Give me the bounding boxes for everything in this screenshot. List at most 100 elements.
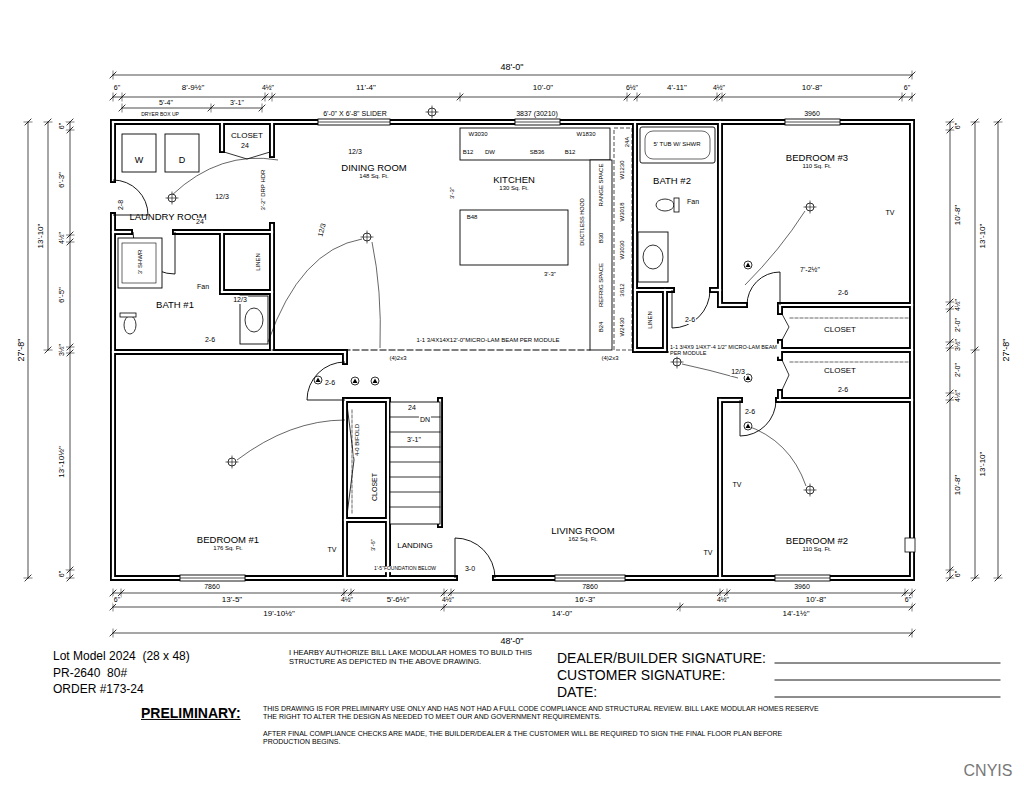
wall-core bbox=[635, 349, 665, 351]
room-name: CLOSET bbox=[371, 473, 379, 501]
dimension-line bbox=[122, 108, 262, 109]
plan-note: 2-6 bbox=[744, 408, 756, 416]
plan-note: 4-0 BIFOLD bbox=[354, 423, 361, 457]
wall-core bbox=[222, 291, 272, 293]
signature-line bbox=[775, 663, 1000, 664]
wall-core bbox=[221, 122, 223, 150]
bifold-door bbox=[782, 360, 789, 390]
wall-outline bbox=[342, 352, 348, 362]
room-label-group: BEDROOM #1176 Sq. Ft. bbox=[197, 535, 259, 552]
plan-note: 12/3 bbox=[214, 193, 230, 201]
dimension-tick bbox=[624, 94, 630, 100]
dimension-tick bbox=[119, 105, 125, 111]
dimension-extension bbox=[946, 578, 954, 579]
dimension-text: 11'-4" bbox=[355, 83, 377, 92]
plan-note: 24 bbox=[195, 218, 205, 226]
walls bbox=[113, 122, 912, 578]
dimension-tick bbox=[947, 390, 953, 396]
room-name: CLOSET bbox=[231, 132, 263, 141]
closet-shelf bbox=[790, 318, 908, 319]
dimension-text: 48'-0" bbox=[500, 62, 525, 72]
plan-note: 12/3 bbox=[730, 368, 746, 376]
dimension-text: 3837 (30210) bbox=[515, 110, 559, 118]
wall-core bbox=[271, 122, 273, 155]
dimension-tick bbox=[259, 105, 265, 111]
detector bbox=[371, 377, 379, 385]
dimension-text: 5'-6½" bbox=[386, 595, 411, 604]
dimension-tick bbox=[634, 94, 640, 100]
dimension-text: 6" bbox=[954, 570, 962, 578]
dimension-text: 6" bbox=[113, 596, 121, 604]
room-name: CLOSET bbox=[824, 326, 856, 335]
window-symbol bbox=[785, 119, 840, 125]
dimension-tick bbox=[947, 127, 953, 133]
stair-tread bbox=[390, 492, 440, 493]
dimension-tick bbox=[45, 347, 51, 353]
plan-note: 24A bbox=[624, 136, 631, 149]
dimension-text: 5'-4" bbox=[158, 99, 174, 107]
plan-note: 2-6 bbox=[837, 289, 849, 297]
stair-tread bbox=[390, 462, 440, 463]
plan-note: RANGE SPACE bbox=[598, 163, 605, 208]
dimension-line bbox=[48, 122, 49, 350]
plan-note: 1-1 3/4X9 1/4X7'-4 1/2" MICRO-LAM BEAM P… bbox=[669, 344, 781, 357]
wire bbox=[372, 242, 380, 348]
dimension-text: 7860 bbox=[203, 583, 221, 591]
room-label-group: LANDING bbox=[397, 542, 433, 551]
plan-note: B48 bbox=[466, 214, 479, 221]
room-label-group: CLOSET bbox=[824, 367, 856, 376]
dimension-tick bbox=[947, 345, 953, 351]
dimension-tick bbox=[909, 630, 915, 636]
dimension-text: 6'-5" bbox=[57, 286, 66, 304]
dimension-text: 10'-8" bbox=[805, 595, 827, 604]
plan-note: W bbox=[134, 155, 145, 165]
door-swing bbox=[307, 362, 345, 400]
room-label-group: CLOSET bbox=[824, 326, 856, 335]
dimension-text: 6'-0" X 6'-8" SLIDER bbox=[322, 110, 388, 118]
plan-note: 2-6 bbox=[324, 379, 336, 387]
plan-note: B12 bbox=[462, 149, 475, 156]
dimension-extension bbox=[66, 578, 74, 579]
dimension-tick bbox=[110, 630, 116, 636]
dimension-extension bbox=[66, 122, 74, 123]
plan-note: (4)2x3 bbox=[388, 355, 407, 362]
dimension-extension bbox=[971, 122, 979, 123]
dimension-text: 27'-8" bbox=[16, 338, 26, 363]
wall-core bbox=[112, 122, 114, 180]
watermark: CNYIS bbox=[963, 762, 1014, 780]
title-block-text: AFTER FINAL COMPLIANCE CHECKS ARE MADE, … bbox=[262, 730, 804, 746]
dimension-tick bbox=[677, 604, 683, 610]
wall-core bbox=[344, 400, 346, 578]
dimension-tick bbox=[947, 397, 953, 403]
door-swing bbox=[455, 538, 495, 578]
dimension-extension bbox=[113, 71, 114, 79]
plan-note: 1-1 3/4X14X12'-0"MICRO-LAM BEAM PER MODU… bbox=[416, 337, 561, 344]
title-block-text: CUSTOMER SIGNATURE: bbox=[556, 667, 726, 683]
room-area: LIVING ROOM162 Sq. Ft. bbox=[443, 356, 718, 575]
dimension-extension bbox=[946, 348, 954, 349]
wall-core bbox=[175, 231, 272, 233]
plan-note: B12 bbox=[564, 149, 577, 156]
stair-tread bbox=[390, 477, 440, 478]
room-area: DINING ROOM148 Sq. Ft. bbox=[276, 125, 456, 347]
dimension-tick bbox=[119, 94, 125, 100]
dimension-line bbox=[998, 122, 999, 578]
dimension-extension bbox=[211, 104, 212, 112]
wall-core bbox=[780, 304, 912, 306]
light-cross bbox=[232, 456, 233, 468]
beams bbox=[272, 350, 720, 352]
plan-note: TV bbox=[885, 209, 896, 217]
dimension-text: 6" bbox=[954, 122, 962, 130]
plan-note: W2430 bbox=[619, 316, 626, 337]
dimension-tick bbox=[714, 94, 720, 100]
dimension-tick bbox=[947, 567, 953, 573]
dimension-tick bbox=[67, 344, 73, 350]
plan-note: 3'-3" bbox=[449, 186, 456, 200]
room-area-text: 110 Sq. Ft. bbox=[786, 164, 848, 171]
wall-core bbox=[345, 399, 388, 401]
light-cross bbox=[810, 201, 811, 213]
plan-note: 3' SHWR bbox=[137, 249, 144, 275]
wire bbox=[745, 211, 805, 285]
